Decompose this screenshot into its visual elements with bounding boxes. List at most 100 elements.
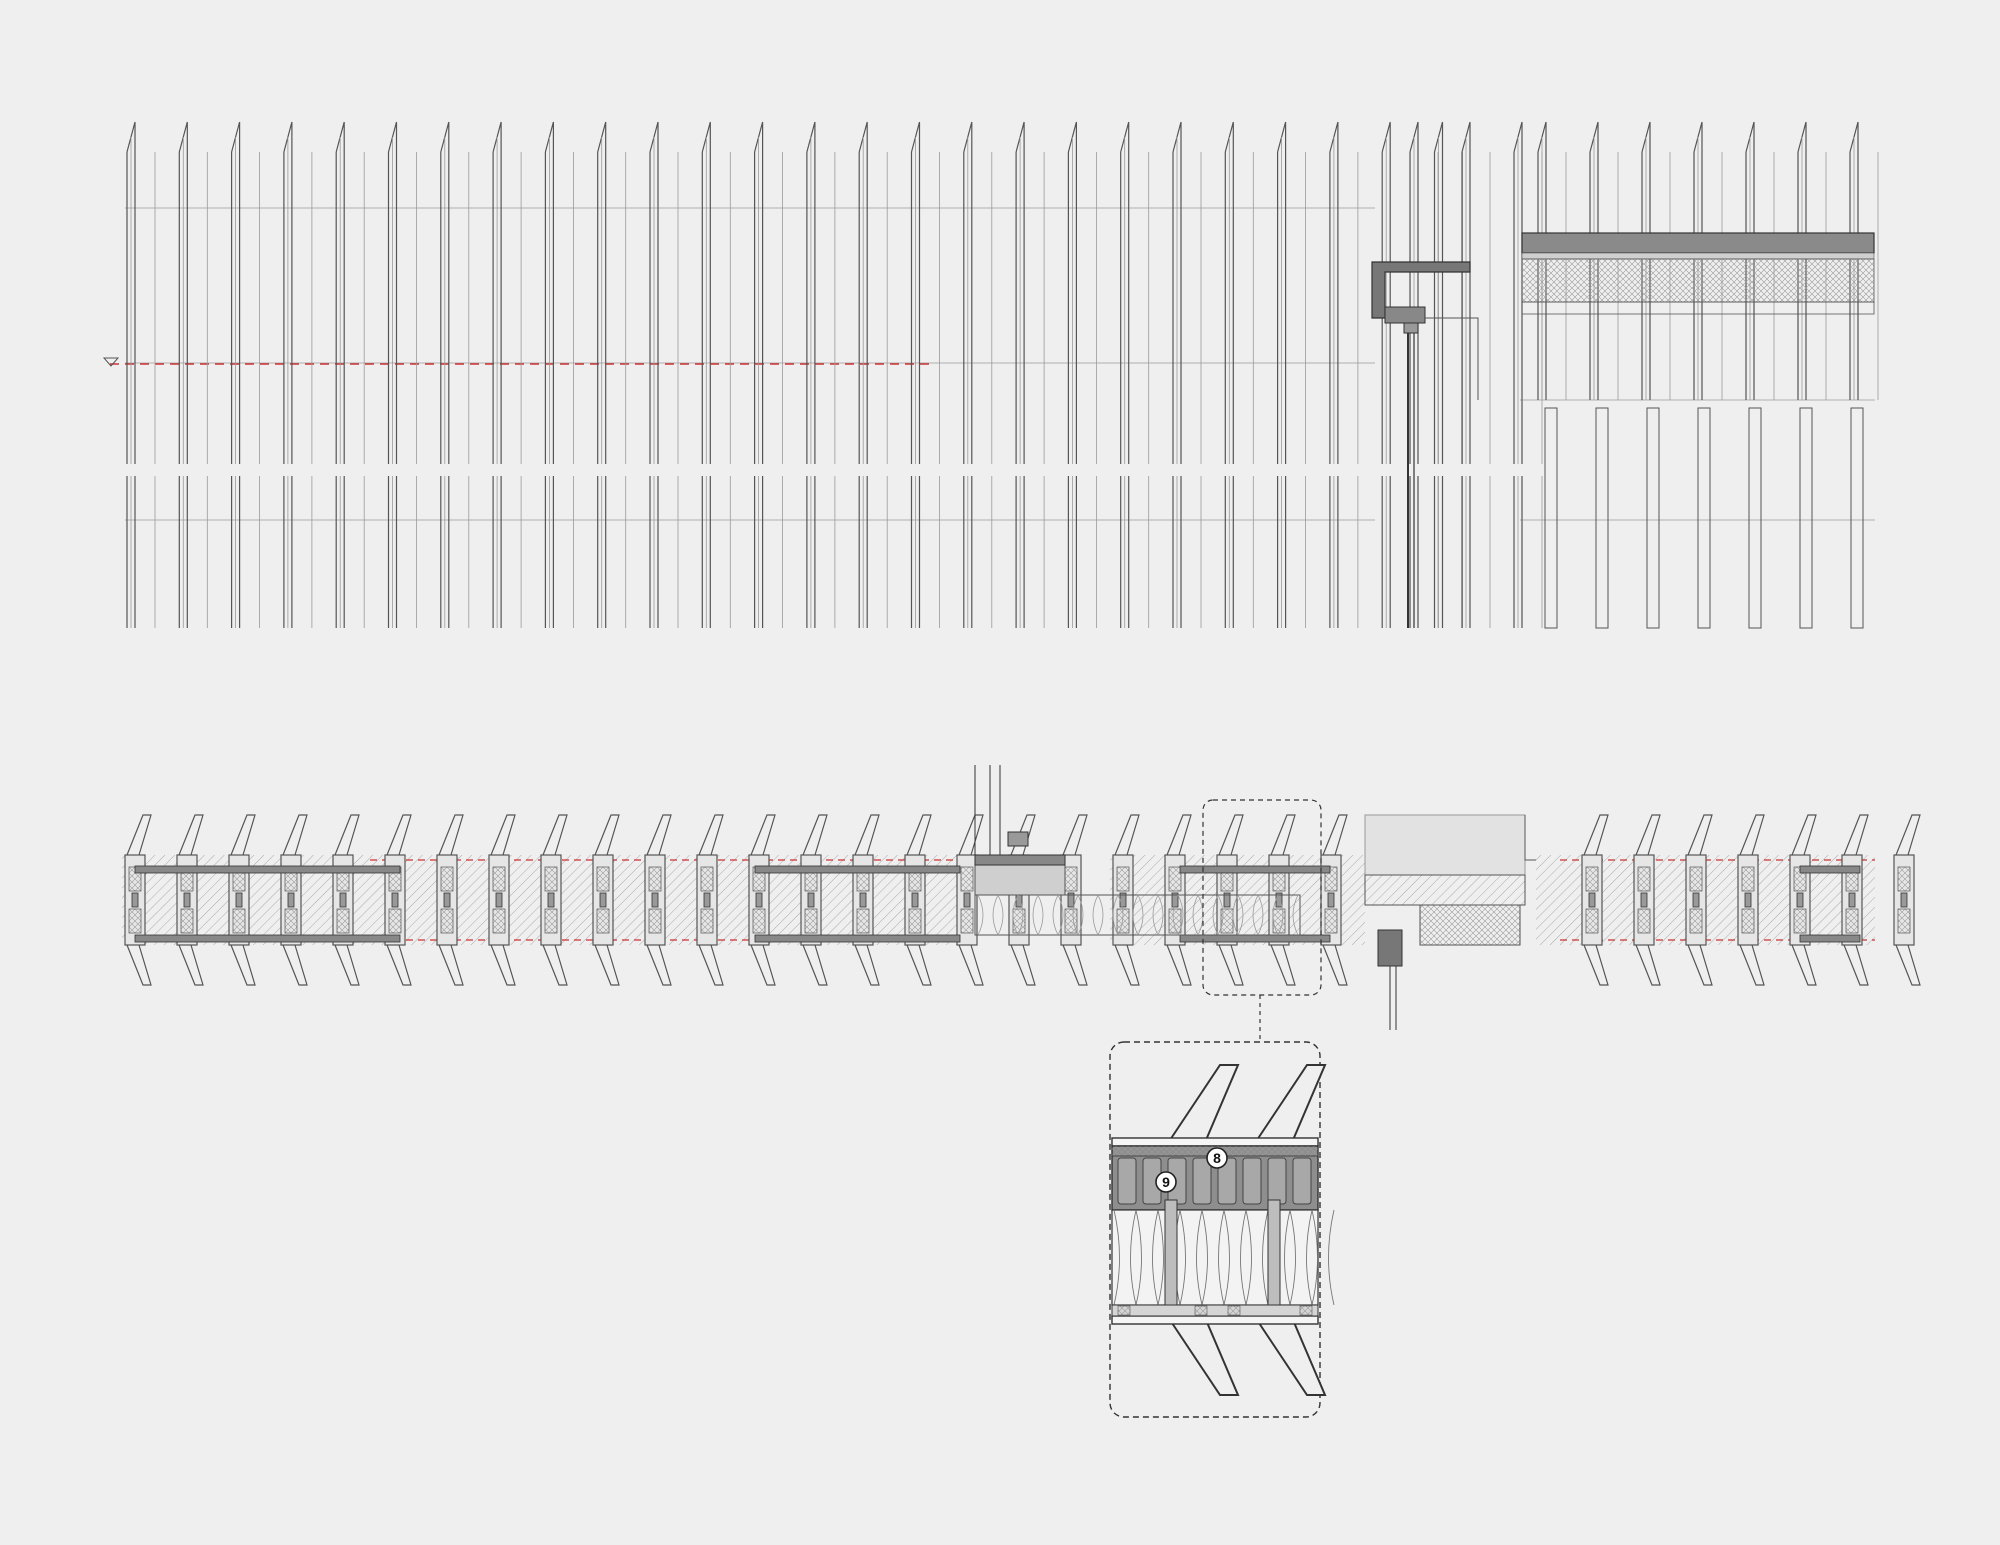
fin-filler xyxy=(1168,908,1182,934)
detail-top-rail xyxy=(1111,1137,1319,1147)
insulation-curve xyxy=(1177,894,1199,936)
fin-filler xyxy=(752,908,766,934)
elevation-fin xyxy=(176,121,211,628)
fin-filler xyxy=(960,866,974,892)
detail-inner-board xyxy=(1111,1304,1319,1317)
fin-outline xyxy=(754,121,764,628)
fin-outline xyxy=(858,121,868,628)
fin-bottom-blade xyxy=(1322,944,1348,986)
detail-block-cell xyxy=(1242,1157,1262,1205)
fin-outline xyxy=(1409,121,1419,628)
fin-top-blade xyxy=(750,814,776,856)
lower-fin xyxy=(1544,407,1558,629)
elevation-fin xyxy=(1170,121,1204,628)
fin-outline xyxy=(806,121,816,628)
fin-outline xyxy=(1224,121,1234,628)
level-triangle-icon xyxy=(102,357,120,367)
fin-outline xyxy=(1461,121,1471,628)
plan-fin xyxy=(1685,814,1713,986)
fin-bottom-blade xyxy=(1687,944,1713,986)
plan-fin xyxy=(644,814,672,986)
slab-top-layer xyxy=(1521,232,1875,254)
plan-fin xyxy=(904,814,932,986)
fin-connector xyxy=(1796,892,1804,908)
fin-bottom-blade xyxy=(1843,944,1869,986)
fin-connector xyxy=(963,892,971,908)
insulation-curve xyxy=(1257,894,1279,936)
detail-label-circle xyxy=(1155,1171,1177,1193)
fin-bottom-blade xyxy=(334,944,360,986)
fin-bottom-blade xyxy=(958,944,984,986)
fin-outline xyxy=(283,121,293,628)
fin-top-blade xyxy=(230,814,256,856)
fin-outline xyxy=(231,121,241,628)
fin-outline xyxy=(440,121,450,628)
elevation-fin xyxy=(1222,121,1257,628)
plan-fin xyxy=(540,814,568,986)
fin-outline xyxy=(1277,121,1287,628)
fin-outline xyxy=(1172,121,1182,628)
fin-top-blade xyxy=(1791,814,1817,856)
elevation-fin xyxy=(437,121,472,628)
detail-tie-rod xyxy=(1267,1199,1281,1316)
fin-filler xyxy=(1637,866,1651,892)
fin-top-blade xyxy=(1270,814,1296,856)
fin-filler xyxy=(1897,866,1911,892)
fin-connector xyxy=(391,892,399,908)
fin-bottom-blade xyxy=(906,944,932,986)
slab-bottom-layer xyxy=(1521,301,1875,315)
fin-filler xyxy=(1116,866,1130,892)
fin-top-blade xyxy=(1062,814,1088,856)
fin-bottom-blade xyxy=(1739,944,1765,986)
elevation-fin xyxy=(1459,121,1493,628)
fin-filler xyxy=(700,866,714,892)
plan-fin xyxy=(956,814,984,986)
fin-connector xyxy=(547,892,555,908)
lower-fin xyxy=(1850,407,1864,629)
window-head-block xyxy=(1384,306,1426,324)
right-jamb-section xyxy=(1364,814,1536,1030)
insulation-curve xyxy=(1037,894,1059,936)
fin-filler xyxy=(1585,908,1599,934)
lintel-profile xyxy=(1371,261,1471,319)
fin-top-blade xyxy=(906,814,932,856)
facade-elevation xyxy=(102,121,1879,629)
detail-bottom-rail xyxy=(1111,1315,1319,1325)
fin-bottom-blade xyxy=(230,944,256,986)
fin-filler xyxy=(700,908,714,934)
fin-connector xyxy=(1223,892,1231,908)
fin-bottom-blade xyxy=(126,944,152,986)
fin-filler xyxy=(1064,866,1078,892)
fin-connector xyxy=(131,892,139,908)
slab-membrane xyxy=(1521,252,1875,260)
elevation-fin xyxy=(647,121,681,628)
fin-connector xyxy=(443,892,451,908)
fin-top-blade xyxy=(282,814,308,856)
elevation-fin xyxy=(1431,121,1466,628)
fin-outline xyxy=(126,121,136,628)
fin-top-blade xyxy=(1114,814,1140,856)
window-jamb-section xyxy=(974,765,1301,936)
fin-filler xyxy=(284,908,298,934)
detail-tie-rod xyxy=(1164,1199,1178,1316)
fin-bottom-blade xyxy=(854,944,880,986)
fin-bottom-blade xyxy=(1114,944,1140,986)
plan-fin xyxy=(1737,814,1765,986)
fin-outline xyxy=(335,121,345,628)
facade-plan-section xyxy=(122,765,1921,1042)
fin-filler xyxy=(1897,908,1911,934)
lower-fin xyxy=(1646,407,1660,629)
fin-outline xyxy=(649,121,659,628)
fin-bottom-blade xyxy=(1062,944,1088,986)
fin-bottom-blade xyxy=(178,944,204,986)
fin-top-blade xyxy=(854,814,880,856)
elevation-fin xyxy=(1117,121,1152,628)
window-head-clip xyxy=(1403,322,1419,334)
plan-fin xyxy=(280,814,308,986)
jamb-cap xyxy=(974,854,1066,866)
elevation-fin xyxy=(856,121,891,628)
detail-insulation xyxy=(1111,1209,1319,1306)
insulation-layer xyxy=(974,894,1301,936)
fin-filler xyxy=(1585,866,1599,892)
insulation-curve xyxy=(977,894,999,936)
